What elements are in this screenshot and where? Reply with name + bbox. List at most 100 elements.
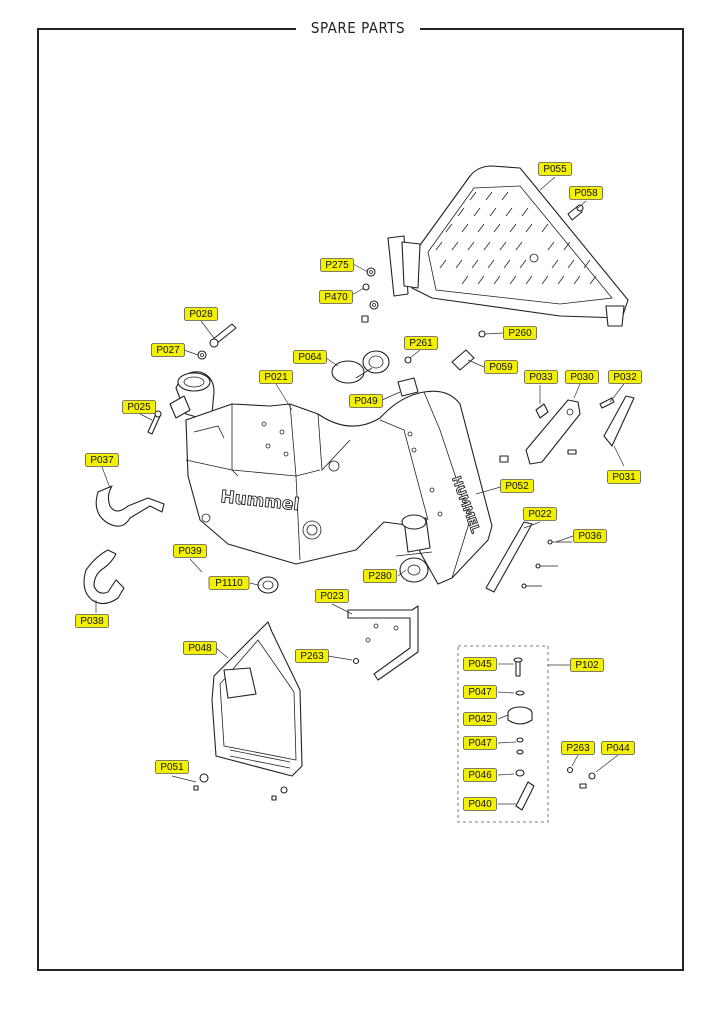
part-label-text: P033 [529,372,553,383]
part-label-p059: P059 [484,360,518,374]
part-label-text: P052 [505,481,529,492]
kit-parts [507,657,596,811]
kit-outline [457,645,549,823]
part-label-text: P030 [570,372,594,383]
part-label-text: P058 [574,188,598,199]
main-body-part: Hummel HUMMEL [169,371,493,585]
part-label-p044: P044 [601,741,635,755]
part-label-text: P261 [409,338,433,349]
part-label-box [569,186,603,200]
part-label-p036: P036 [573,529,607,543]
part-label-p038: P038 [75,614,109,628]
part-label-p051: P051 [155,760,189,774]
part-label-text: P046 [468,770,492,781]
part-label-text: P023 [320,591,344,602]
part-label-box [463,657,497,671]
part-label-text: P031 [612,472,636,483]
part-label-text: P045 [468,659,492,670]
part-label-box [155,760,189,774]
part-label-box [601,741,635,755]
part-label-box [349,394,383,408]
part-label-text: P025 [127,402,151,413]
part-label-p030: P030 [565,370,599,384]
part-label-p046: P046 [463,768,497,782]
part-label-box [183,641,217,655]
part-label-p023: P023 [315,589,349,603]
leader-lines [95,176,625,805]
part-label-p037: P037 [85,453,119,467]
part-label-box [463,768,497,782]
screw-part [567,204,584,221]
part-label-text: P047 [468,687,492,698]
part-label-box [570,658,604,672]
part-label-text: P051 [160,762,184,773]
part-label-p028: P028 [184,307,218,321]
part-label-p275: P275 [320,258,354,272]
part-label-box [259,370,293,384]
part-label-box [319,290,353,304]
part-label-box [463,712,497,726]
part-label-text: P280 [368,571,392,582]
part-label-box [315,589,349,603]
part-label-text: P055 [543,164,567,175]
part-label-box [538,162,572,176]
part-label-p048: P048 [183,641,217,655]
belt-guard-part [387,165,629,327]
part-label-text: P036 [578,531,602,542]
part-label-box [363,569,397,583]
part-label-box [151,343,185,357]
part-label-box [608,370,642,384]
part-label-text: P040 [468,799,492,810]
part-label-text: P064 [298,352,322,363]
part-label-text: P059 [489,362,513,373]
part-label-text: P047 [468,738,492,749]
angle-bracket-part [347,605,419,681]
bushing-part [257,576,279,594]
part-label-p032: P032 [608,370,642,384]
part-label-p031: P031 [607,470,641,484]
part-label-box [75,614,109,628]
part-label-p102: P102 [570,658,604,672]
part-label-text: P102 [575,660,599,671]
part-label-box [404,336,438,350]
part-label-box [463,797,497,811]
clamp-part [331,330,486,397]
page-title: SPARE PARTS [296,16,420,40]
part-label-text: P028 [189,309,213,320]
part-label-p040: P040 [463,797,497,811]
part-label-text: P027 [156,345,180,356]
part-label-text: P049 [354,396,378,407]
bolt-part [147,410,162,435]
part-label-text: P037 [90,455,114,466]
part-label-p058: P058 [569,186,603,200]
part-label-text: P275 [325,260,349,271]
part-label-box [565,370,599,384]
part-label-text: P1110 [215,578,243,589]
part-label-p280: P280 [363,569,397,583]
part-label-text: P039 [178,546,202,557]
part-label-box [500,479,534,493]
part-label-box [184,307,218,321]
part-label-text: P263 [566,743,590,754]
part-label-p263: P263 [295,649,329,663]
part-label-p033: P033 [524,370,558,384]
part-label-p260: P260 [503,326,537,340]
part-label-p047: P047 [463,685,497,699]
part-label-box [503,326,537,340]
part-label-box [320,258,354,272]
part-label-p021: P021 [259,370,293,384]
part-label-text: P260 [508,328,532,339]
part-label-text: P048 [188,643,212,654]
part-label-text: P042 [468,714,492,725]
part-label-box [573,529,607,543]
part-label-text: P021 [264,372,288,383]
part-label-p042: P042 [463,712,497,726]
wing-bolt-part [197,323,237,360]
part-label-p027: P027 [151,343,185,357]
part-label-box [607,470,641,484]
part-label-p064: P064 [293,350,327,364]
part-label-p047: P047 [463,736,497,750]
part-label-text: P470 [324,292,348,303]
